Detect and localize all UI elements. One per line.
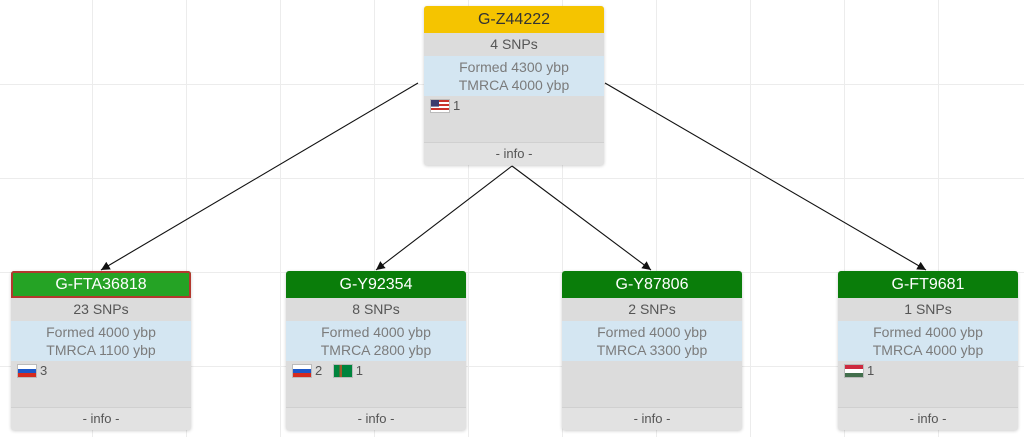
country-flags: 3 [11, 361, 191, 407]
info-link[interactable]: - info - [838, 407, 1018, 430]
russia-flag-icon [17, 363, 37, 378]
node-title[interactable]: G-Z44222 [424, 6, 604, 33]
info-link[interactable]: - info - [562, 407, 742, 430]
flag-entry: 3 [17, 363, 47, 378]
snp-count: 4 SNPs [490, 36, 538, 52]
country-flags: 1 [838, 361, 1018, 407]
node-title[interactable]: G-Y87806 [562, 271, 742, 298]
snp-count: 8 SNPs [352, 301, 400, 317]
node-g-y87806[interactable]: G-Y87806 2 SNPs Formed 4000 ybp TMRCA 33… [562, 271, 742, 430]
formed-age: Formed 4000 ybp [321, 324, 431, 340]
snp-count: 1 SNPs [904, 301, 952, 317]
flag-count: 1 [453, 98, 461, 113]
tmrca-age: TMRCA 4000 ybp [458, 77, 570, 93]
flag-entry: 2 [292, 363, 322, 378]
russia-flag-icon [292, 363, 312, 378]
age-band: Formed 4000 ybp TMRCA 2800 ybp [286, 321, 466, 361]
formed-age: Formed 4000 ybp [597, 324, 707, 340]
formed-age: Formed 4000 ybp [46, 324, 156, 340]
edge-root-to-g-y87806 [511, 165, 652, 271]
flag-count: 1 [867, 363, 875, 378]
info-link[interactable]: - info - [286, 407, 466, 430]
tmrca-age: TMRCA 1100 ybp [46, 342, 156, 358]
us-flag-icon [430, 98, 450, 113]
node-title[interactable]: G-FT9681 [838, 271, 1018, 298]
edge-root-to-g-ft9681 [604, 82, 927, 271]
turkmenistan-flag-icon [332, 363, 353, 378]
node-g-fta36818[interactable]: G-FTA36818 23 SNPs Formed 4000 ybp TMRCA… [11, 271, 191, 430]
snp-count: 23 SNPs [73, 301, 129, 317]
node-g-y92354[interactable]: G-Y92354 8 SNPs Formed 4000 ybp TMRCA 28… [286, 271, 466, 430]
age-band: Formed 4000 ybp TMRCA 3300 ybp [562, 321, 742, 361]
country-flags [562, 361, 742, 407]
info-link[interactable]: - info - [424, 142, 604, 165]
formed-age: Formed 4300 ybp [459, 59, 569, 75]
formed-age: Formed 4000 ybp [873, 324, 983, 340]
edge-root-to-g-y92354 [375, 165, 513, 271]
country-flags: 2 1 [286, 361, 466, 407]
tmrca-age: TMRCA 3300 ybp [596, 342, 708, 358]
snp-count: 2 SNPs [628, 301, 676, 317]
country-flags: 1 [424, 96, 604, 142]
node-g-z44222[interactable]: G-Z44222 4 SNPs Formed 4300 ybp TMRCA 40… [424, 6, 604, 165]
flag-entry: 1 [430, 98, 460, 113]
age-band: Formed 4000 ybp TMRCA 4000 ybp [838, 321, 1018, 361]
hungary-flag-icon [844, 363, 864, 378]
flag-count: 1 [355, 363, 363, 378]
node-title[interactable]: G-FTA36818 [11, 271, 191, 298]
tmrca-age: TMRCA 4000 ybp [872, 342, 984, 358]
flag-entry: 1 [332, 363, 363, 378]
node-title[interactable]: G-Y92354 [286, 271, 466, 298]
edge-root-to-g-fta36818 [100, 82, 419, 271]
flag-entry: 1 [844, 363, 874, 378]
info-link[interactable]: - info - [11, 407, 191, 430]
age-band: Formed 4000 ybp TMRCA 1100 ybp [11, 321, 191, 361]
age-band: Formed 4300 ybp TMRCA 4000 ybp [424, 56, 604, 96]
flag-count: 2 [315, 363, 323, 378]
tmrca-age: TMRCA 2800 ybp [320, 342, 432, 358]
flag-count: 3 [40, 363, 48, 378]
node-g-ft9681[interactable]: G-FT9681 1 SNPs Formed 4000 ybp TMRCA 40… [838, 271, 1018, 430]
